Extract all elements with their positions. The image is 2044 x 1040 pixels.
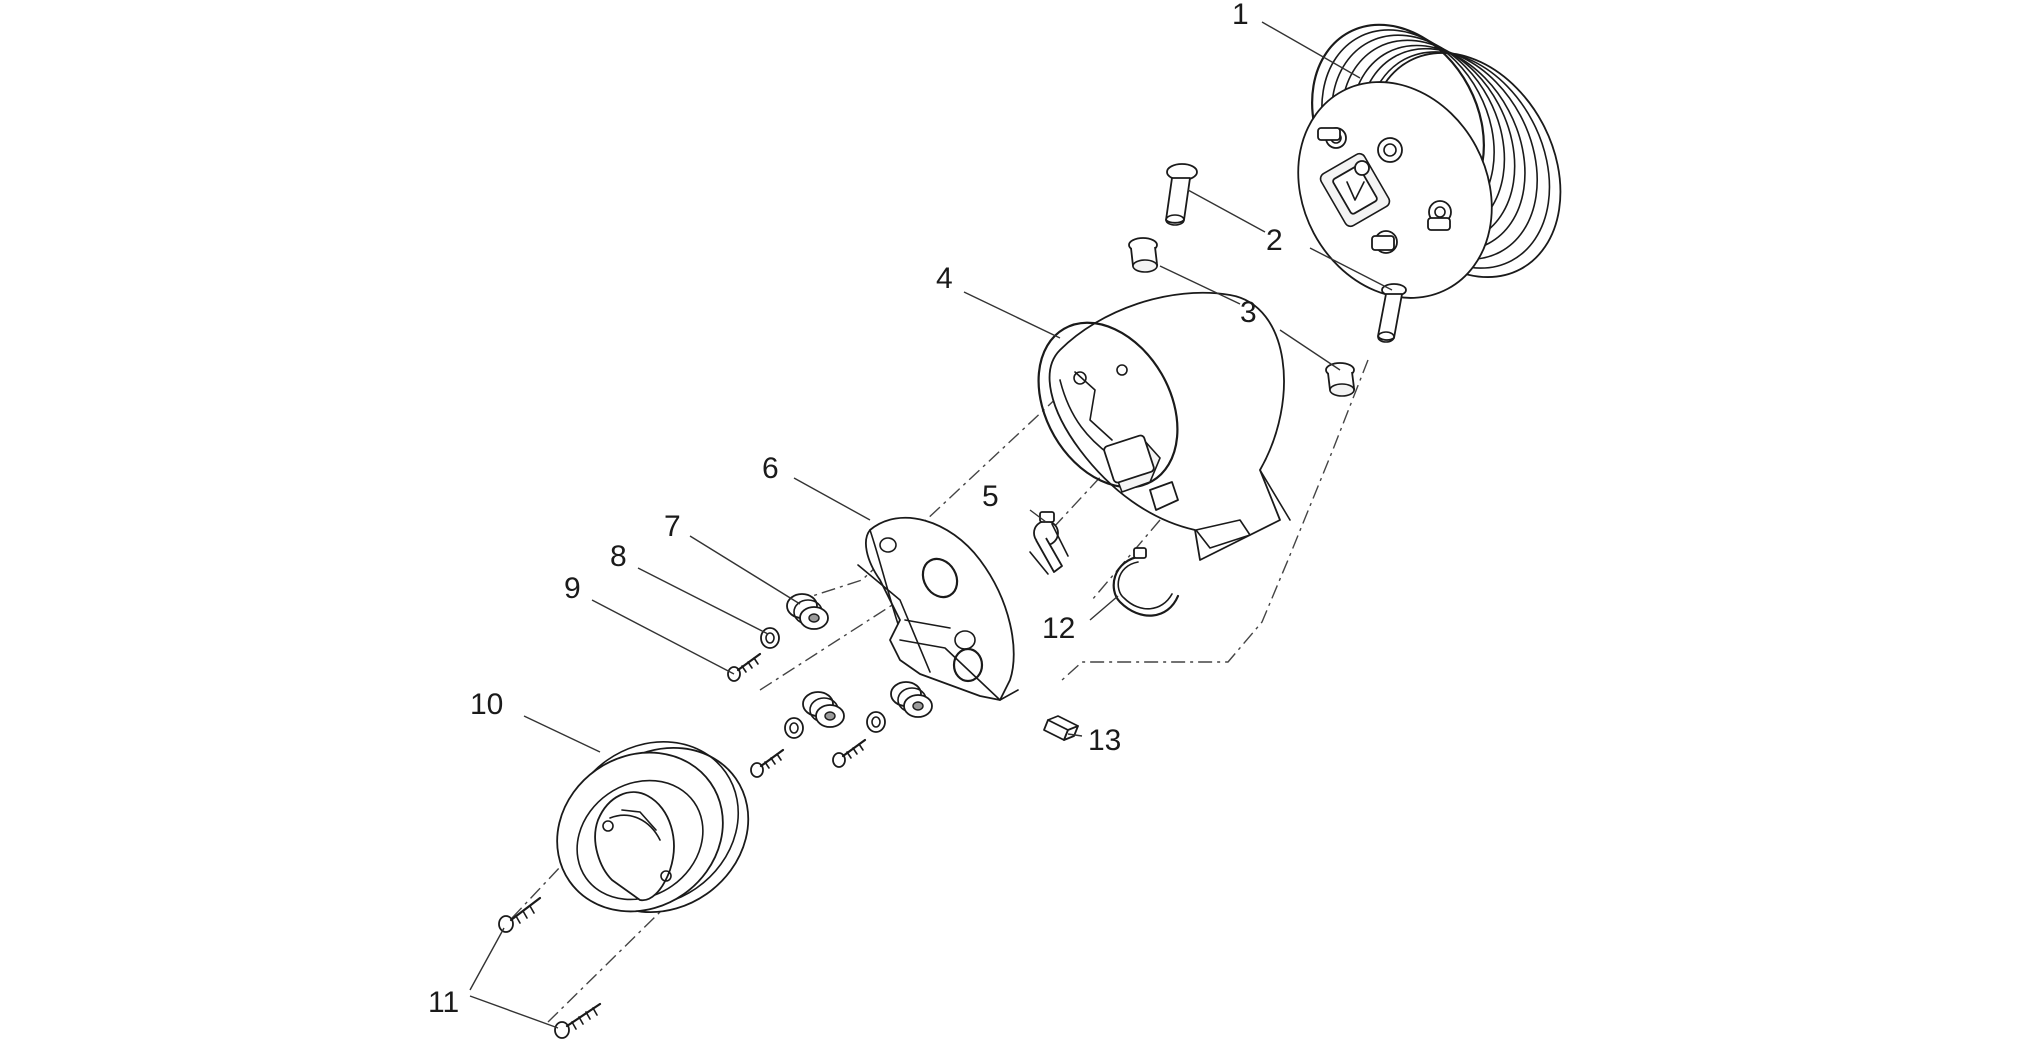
pin-lower [1377,283,1407,343]
part-9-screws [727,652,867,778]
screw-a [727,652,762,682]
callout-12: 12 [1042,612,1075,645]
callout-labels: 1 2 3 4 5 6 7 8 9 10 11 12 13 [428,0,1283,1019]
bushing-lower [1325,362,1356,397]
cover-screw-lower [554,1002,602,1039]
callout-6: 6 [762,452,779,485]
callout-10: 10 [470,688,503,721]
bushing-upper [1128,237,1159,273]
part-1-instrument-body [1297,23,1562,299]
callout-5: 5 [982,480,999,513]
part-8-washers [760,627,886,739]
callout-3: 3 [1240,296,1257,329]
callout-4: 4 [936,262,953,295]
screw-c [832,738,867,768]
part-4-housing-shell [1037,291,1291,561]
grommet-b [802,691,845,728]
part-5-bulb-holder [1029,511,1069,575]
screw-b [750,748,785,778]
callout-11: 11 [428,986,459,1019]
mounting-studs [1317,127,1452,254]
leader-lines [469,21,1393,1029]
part-12-clamp-ring [1112,547,1180,617]
part-6-bracket-plate [857,516,1019,701]
callout-9: 9 [564,572,581,605]
callout-7: 7 [664,510,681,543]
callout-1: 1 [1232,0,1249,31]
pin-upper [1165,163,1198,226]
part-7-grommets [786,593,933,728]
connector-socket [1319,152,1391,228]
callout-2: 2 [1266,224,1283,257]
part-11-cover-screws [498,896,602,1039]
callout-8: 8 [610,540,627,573]
grommet-c [890,681,933,718]
part-13-clip [1043,715,1079,741]
cover-screw-upper [498,896,542,933]
callout-13: 13 [1088,724,1121,757]
part-2-pins [1165,163,1407,343]
part-3-bushings [1128,237,1356,397]
part-10-cover [556,741,750,914]
